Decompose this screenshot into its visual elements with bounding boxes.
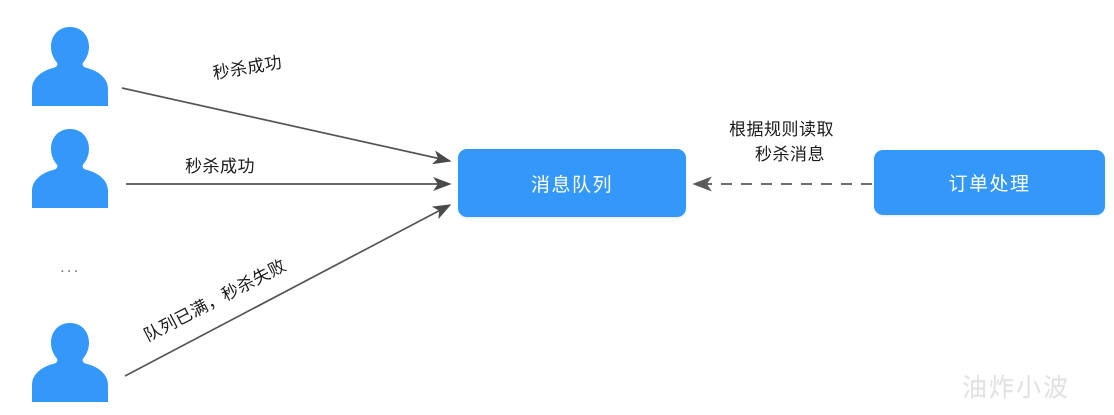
node-order-processing[interactable]: 订单处理 [874,150,1105,215]
edge-line-3 [124,204,452,377]
node-order-processing-label: 订单处理 [948,174,1031,195]
ellipsis-indicator: ... [60,257,81,276]
node-message-queue[interactable]: 消息队列 [458,149,686,217]
user-icon [27,124,113,210]
node-message-queue-label: 消息队列 [530,174,613,196]
user-icon [27,22,113,108]
edge-label-read-by-rule-line2: 秒杀消息 [755,145,825,164]
edge-line-1 [121,87,452,165]
user-icon [27,318,113,404]
edge-label-seckill-success-2: 秒杀成功 [185,157,255,176]
edge-label-read-by-rule-line1: 根据规则读取 [729,120,834,139]
watermark: 油炸小波 [962,374,1071,402]
